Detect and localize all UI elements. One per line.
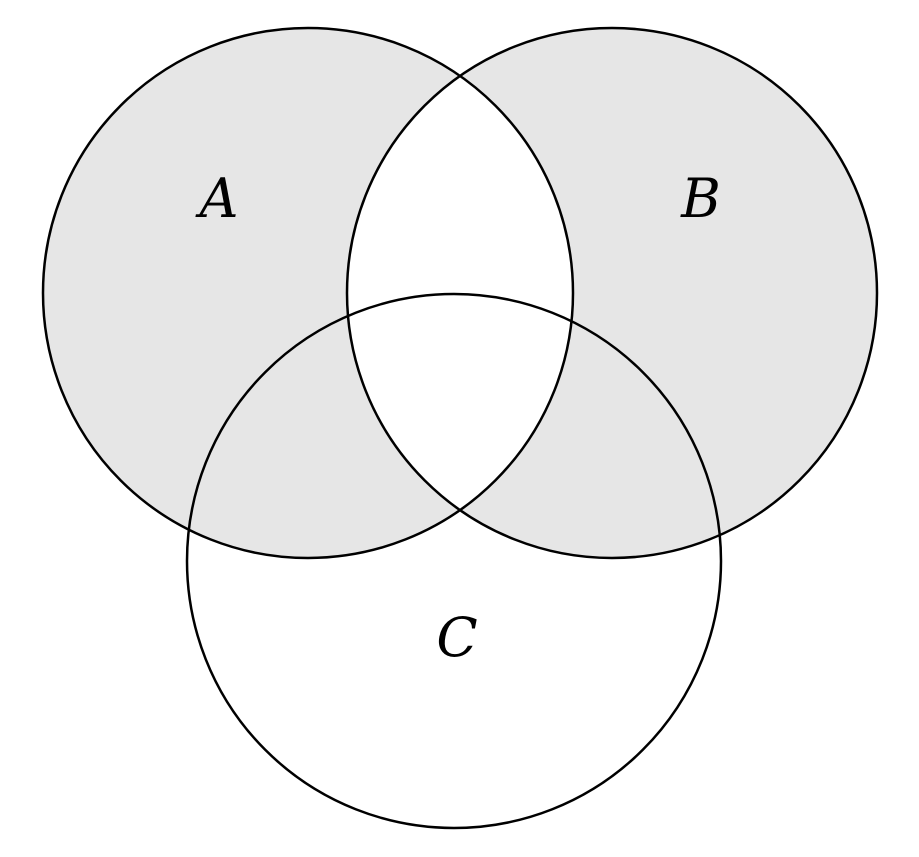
set-label-c: C xyxy=(436,606,477,669)
set-label-b: B xyxy=(680,167,721,230)
set-circle-c[interactable] xyxy=(185,292,723,830)
set-circle-a[interactable] xyxy=(41,26,575,560)
set-label-a: A xyxy=(195,167,239,230)
set-circle-b[interactable] xyxy=(345,26,879,560)
